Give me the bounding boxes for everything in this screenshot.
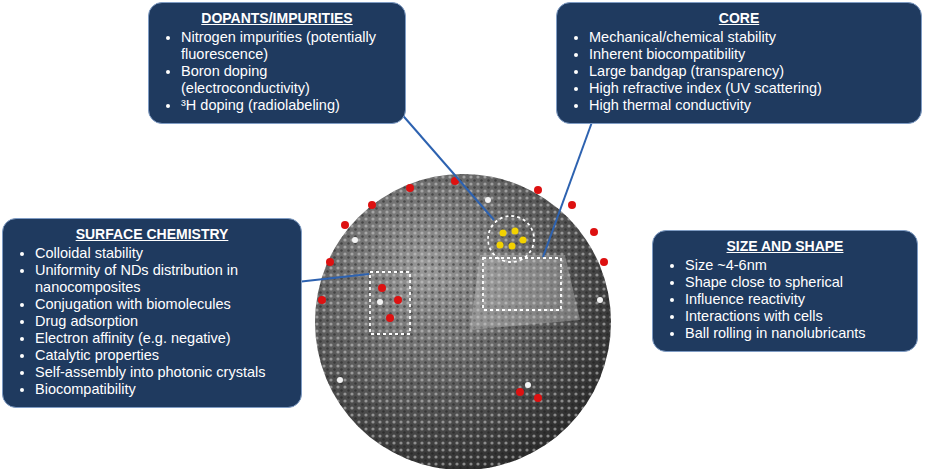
bullet-item: Ball rolling in nanolubricants xyxy=(685,325,907,342)
dopant-atom xyxy=(500,230,507,237)
highlight-regions xyxy=(370,216,561,334)
bullet-item: High refractive index (UV scattering) xyxy=(589,80,911,97)
oxygen-atom xyxy=(534,186,542,194)
oxygen-atom xyxy=(386,314,394,322)
bullet-item: Self-assembly into photonic crystals xyxy=(35,364,291,381)
oxygen-atom xyxy=(590,228,598,236)
bullet-item: Uniformity of NDs distribution in nanoco… xyxy=(35,262,291,296)
box-heading: CORE xyxy=(567,10,911,27)
oxygen-atom xyxy=(568,201,576,209)
oxygen-atom xyxy=(368,201,376,209)
callout-box: DOPANTS/IMPURITIES Nitrogen impurities (p… xyxy=(148,2,406,124)
hydrogen-atom xyxy=(525,382,531,388)
sphere-body xyxy=(315,174,611,469)
bullet-item: Electron affinity (e.g. negative) xyxy=(35,330,291,347)
core-cutaway xyxy=(470,255,580,330)
callout-box: SURFACE CHEMISTRY Colloidal stabilityUnif… xyxy=(2,218,302,408)
bullet-item: Nitrogen impurities (potentially fluores… xyxy=(181,29,395,63)
bullet-list: Colloidal stabilityUniformity of NDs dis… xyxy=(13,245,291,398)
oxygen-atom xyxy=(516,388,524,396)
bullet-item: Size ~4-6nm xyxy=(685,257,907,274)
bullet-item: Large bandgap (transparency) xyxy=(589,63,911,80)
hydrogen-atom xyxy=(597,297,603,303)
oxygen-atom xyxy=(534,394,542,402)
bullet-item: High thermal conductivity xyxy=(589,97,911,114)
bullet-list: Mechanical/chemical stabilityInherent bi… xyxy=(567,29,911,114)
hydrogen-atom xyxy=(352,237,358,243)
dopant-atom xyxy=(520,237,527,244)
box-heading: SIZE AND SHAPE xyxy=(663,238,907,255)
bullet-item: Shape close to spherical xyxy=(685,274,907,291)
bullet-item: Influence reactivity xyxy=(685,291,907,308)
oxygen-atom xyxy=(341,221,349,229)
box-heading: DOPANTS/IMPURITIES xyxy=(159,10,395,27)
bullet-item: Colloidal stability xyxy=(35,245,291,262)
surface-groups xyxy=(318,177,608,402)
surface-region xyxy=(370,272,410,334)
dopant-atoms xyxy=(497,228,527,250)
oxygen-atom xyxy=(326,258,334,266)
dopant-atom xyxy=(512,228,519,235)
oxygen-atom xyxy=(600,258,608,266)
bullet-item: Interactions with cells xyxy=(685,308,907,325)
callout-box: CORE Mechanical/chemical stabilityInheren… xyxy=(556,2,922,124)
dopant-region xyxy=(488,216,534,262)
bullet-item: Inherent biocompatibility xyxy=(589,46,911,63)
bullet-item: Mechanical/chemical stability xyxy=(589,29,911,46)
oxygen-atom xyxy=(318,296,326,304)
core-region xyxy=(483,258,561,310)
nanodiamond-sphere xyxy=(315,174,611,469)
bullet-item: Biocompatibility xyxy=(35,381,291,398)
bullet-list: Size ~4-6nmShape close to sphericalInflu… xyxy=(663,257,907,342)
atom-lattice xyxy=(315,174,611,469)
oxygen-atom xyxy=(394,296,402,304)
dopant-atom xyxy=(497,242,504,249)
hydrogen-atom xyxy=(377,299,383,305)
hydrogen-atom xyxy=(337,377,343,383)
callout-box: SIZE AND SHAPE Size ~4-6nmShape close to … xyxy=(652,230,918,352)
bullet-item: Boron doping (electroconductivity) xyxy=(181,63,395,97)
oxygen-atom xyxy=(378,284,386,292)
dopant-atom xyxy=(509,243,516,250)
bullet-item: Conjugation with biomolecules xyxy=(35,296,291,313)
bullet-item: Catalytic properties xyxy=(35,347,291,364)
bullet-item: ³H doping (radiolabeling) xyxy=(181,97,395,114)
bullet-list: Nitrogen impurities (potentially fluores… xyxy=(159,29,395,114)
oxygen-atom xyxy=(406,184,414,192)
box-heading: SURFACE CHEMISTRY xyxy=(13,226,291,243)
bullet-item: Drug adsorption xyxy=(35,313,291,330)
hydrogen-atom xyxy=(485,197,491,203)
